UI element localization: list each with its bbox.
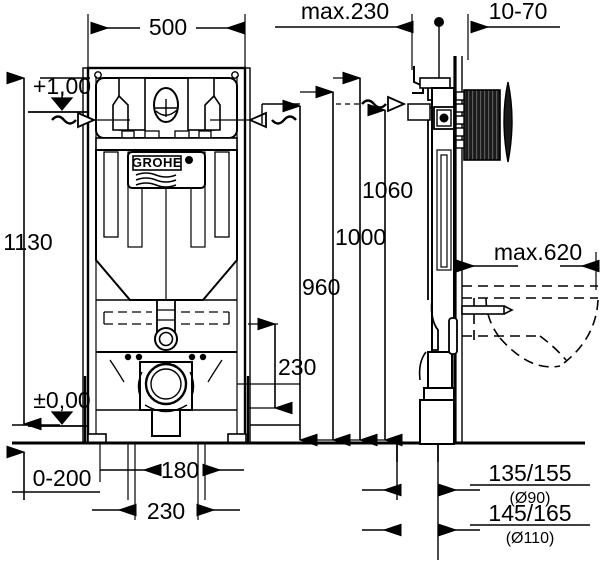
dim-height-960: 960 [302,274,340,300]
dim-145-165: 145/165 [488,500,571,526]
plate-frame-ticks [455,91,465,149]
grohe-wave-icon [135,172,177,188]
dim-max-230: max.230 [301,0,389,24]
dim-height-230: 230 [278,354,316,380]
registered-mark-icon [185,156,193,164]
dim-max-620: max.620 [494,239,582,265]
dim-10-70: 10-70 [489,0,548,24]
waste-connector [96,353,237,437]
cistern-body [95,77,238,151]
dim-height-1060: 1060 [362,177,413,203]
dim-diameter-110: (Ø110) [506,530,555,547]
bottom-dimensions-left [6,443,244,520]
dim-230-bottom: 230 [147,498,185,524]
dimension-lines-top [87,14,560,108]
dimension-max-620 [456,252,600,290]
dim-135-155: 135/155 [488,460,571,486]
level-zero: ±0,00 [33,387,90,413]
grohe-logo-text: GROHE [132,155,182,170]
wc-pan-bracket [448,305,514,355]
flush-pipe-assembly [96,299,237,353]
vertical-dimension-stack [237,71,403,447]
flush-plate [455,81,513,163]
dim-0-200: 0-200 [33,465,92,491]
dim-180: 180 [161,457,199,483]
dimension-230-vertical [248,317,293,415]
wall-line [453,56,463,443]
dim-width-500: 500 [149,14,187,40]
dim-height-1130: 1130 [3,229,52,255]
plate-cover-profile [503,81,513,163]
grohe-logo-plate: GROHE [127,151,206,189]
level-marker-floor [28,411,88,427]
side-view-assembly [407,66,455,445]
level-plus-one: +1,00 [33,73,91,99]
dim-height-1000: 1000 [335,224,386,250]
outlet-pipe-lower [396,443,439,462]
wc-pan-outline [462,285,599,368]
dim-diameter-90: (Ø90) [510,490,551,507]
